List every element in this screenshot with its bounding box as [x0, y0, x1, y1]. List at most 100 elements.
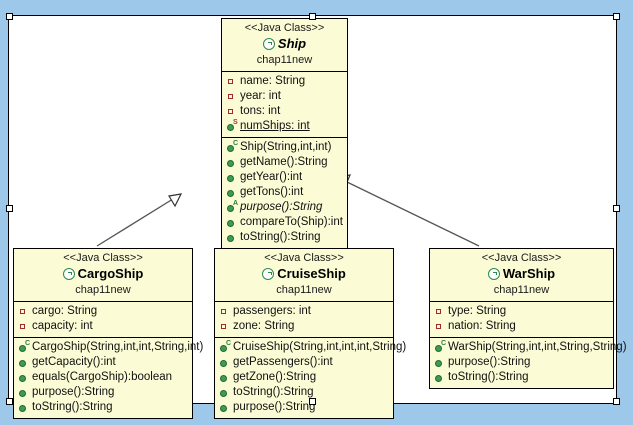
method-row[interactable]: C CruiseShip(String,int,int,int,String) — [215, 340, 406, 355]
method-row[interactable]: A purpose():String — [222, 200, 347, 215]
method-row[interactable]: purpose():String — [14, 385, 192, 400]
resize-handle-top-right[interactable] — [613, 13, 620, 20]
class-package: chap11new — [276, 284, 332, 296]
attribute-label: year: int — [240, 90, 281, 102]
attribute-row[interactable]: type: String — [430, 304, 613, 319]
private-field-icon — [434, 306, 445, 317]
attribute-row[interactable]: nation: String — [430, 319, 613, 334]
public-method-icon — [226, 172, 237, 183]
public-static-field-icon: S — [226, 119, 238, 132]
method-row[interactable]: equals(CargoShip):boolean — [14, 370, 192, 385]
attribute-row[interactable]: tons: int — [222, 104, 347, 119]
uml-class-warship[interactable]: <<Java Class>> WarShip chap11new type: S… — [429, 248, 627, 389]
class-header: <<Java Class>> CargoShip chap11new — [14, 249, 192, 302]
class-header: <<Java Class>> Ship chap11new — [222, 19, 347, 72]
attributes-compartment: passengers: int zone: String — [215, 302, 393, 338]
attribute-label: name: String — [240, 75, 306, 87]
method-row[interactable]: toString():String — [14, 400, 192, 415]
method-label: CargoShip(String,int,int,String,int) — [32, 341, 204, 353]
method-label: WarShip(String,int,int,String,String) — [448, 341, 627, 353]
class-package: chap11new — [75, 284, 131, 296]
public-method-icon — [18, 402, 29, 413]
attributes-compartment: type: String nation: String — [430, 302, 613, 338]
public-method-icon — [434, 357, 445, 368]
java-class-icon — [487, 268, 500, 280]
java-class-icon — [262, 38, 275, 50]
resize-handle-bottom-left[interactable] — [6, 398, 13, 405]
method-row[interactable]: toString():String — [215, 385, 393, 400]
resize-handle-bottom-center[interactable] — [309, 398, 316, 405]
resize-handle-top-left[interactable] — [6, 13, 13, 20]
class-package: chap11new — [493, 284, 550, 296]
class-name: CargoShip — [77, 266, 144, 281]
method-label: compareTo(Ship):int — [240, 216, 343, 228]
public-constructor-icon: C — [226, 140, 239, 153]
class-stereotype: <<Java Class>> — [63, 252, 143, 264]
uml-class-ship[interactable]: <<Java Class>> Ship chap11new name: Stri… — [221, 18, 348, 249]
attribute-row[interactable]: cargo: String — [14, 304, 192, 319]
attribute-row[interactable]: year: int — [222, 89, 347, 104]
attribute-row[interactable]: name: String — [222, 74, 347, 89]
method-row[interactable]: getZone():String — [215, 370, 393, 385]
method-row[interactable]: getTons():int — [222, 185, 347, 200]
method-row[interactable]: C WarShip(String,int,int,String,String) — [430, 340, 627, 355]
attribute-row[interactable]: passengers: int — [215, 304, 393, 319]
public-method-icon — [219, 387, 230, 398]
method-label: purpose():String — [233, 401, 316, 413]
constructor-marker: C — [441, 340, 447, 347]
public-constructor-icon: C — [18, 340, 30, 353]
method-row[interactable]: purpose():String — [215, 400, 393, 415]
method-label: purpose():String — [240, 201, 323, 213]
public-method-icon — [18, 372, 29, 383]
method-label: getPassengers():int — [233, 356, 333, 368]
method-row[interactable]: getName():String — [222, 155, 347, 170]
method-row[interactable]: C Ship(String,int,int) — [222, 140, 347, 155]
method-row[interactable]: getPassengers():int — [215, 355, 393, 370]
methods-compartment: C Ship(String,int,int) getName():String … — [222, 138, 347, 248]
class-name: WarShip — [502, 266, 556, 281]
resize-handle-top-center[interactable] — [309, 13, 316, 20]
attribute-row[interactable]: S numShips: int — [222, 119, 347, 134]
constructor-marker: C — [233, 140, 239, 147]
method-row[interactable]: toString():String — [222, 230, 347, 245]
attribute-label: nation: String — [448, 320, 516, 332]
generalization-cargoship-to-ship — [96, 193, 183, 247]
resize-handle-bottom-right[interactable] — [613, 398, 620, 405]
method-row[interactable]: C CargoShip(String,int,int,String,int) — [14, 340, 203, 355]
uml-class-cruiseship[interactable]: <<Java Class>> CruiseShip chap11new pass… — [214, 248, 406, 419]
class-header: <<Java Class>> CruiseShip chap11new — [215, 249, 393, 302]
diagram-canvas[interactable]: <<Java Class>> Ship chap11new name: Stri… — [8, 15, 627, 419]
public-constructor-icon: C — [219, 340, 232, 353]
class-stereotype: <<Java Class>> — [244, 22, 325, 34]
method-label: getZone():String — [233, 371, 317, 383]
method-label: toString():String — [448, 371, 529, 383]
method-row[interactable]: toString():String — [430, 370, 613, 385]
method-row[interactable]: purpose():String — [430, 355, 613, 370]
uml-class-cargoship[interactable]: <<Java Class>> CargoShip chap11new cargo… — [13, 248, 203, 419]
attribute-label: zone: String — [233, 320, 295, 332]
resize-handle-middle-right[interactable] — [613, 205, 620, 212]
attribute-row[interactable]: capacity: int — [14, 319, 192, 334]
method-label: toString():String — [233, 386, 314, 398]
constructor-marker: C — [226, 340, 232, 347]
attribute-label: numShips: int — [240, 120, 310, 132]
method-row[interactable]: getYear():int — [222, 170, 347, 185]
method-label: toString():String — [240, 231, 321, 243]
attribute-label: tons: int — [240, 105, 281, 117]
attributes-compartment: cargo: String capacity: int — [14, 302, 192, 338]
resize-handle-middle-left[interactable] — [6, 205, 13, 212]
attribute-label: passengers: int — [233, 305, 311, 317]
private-field-icon — [18, 321, 29, 332]
class-stereotype: <<Java Class>> — [481, 252, 562, 264]
method-label: CruiseShip(String,int,int,int,String) — [233, 341, 407, 353]
methods-compartment: C WarShip(String,int,int,String,String) … — [430, 338, 627, 388]
method-row[interactable]: compareTo(Ship):int — [222, 215, 347, 230]
public-constructor-icon: C — [434, 340, 447, 353]
public-method-icon — [226, 187, 237, 198]
public-method-icon — [226, 232, 237, 243]
abstract-marker: A — [233, 200, 239, 207]
method-label: getTons():int — [240, 186, 304, 198]
method-row[interactable]: getCapacity():int — [14, 355, 192, 370]
attribute-row[interactable]: zone: String — [215, 319, 393, 334]
